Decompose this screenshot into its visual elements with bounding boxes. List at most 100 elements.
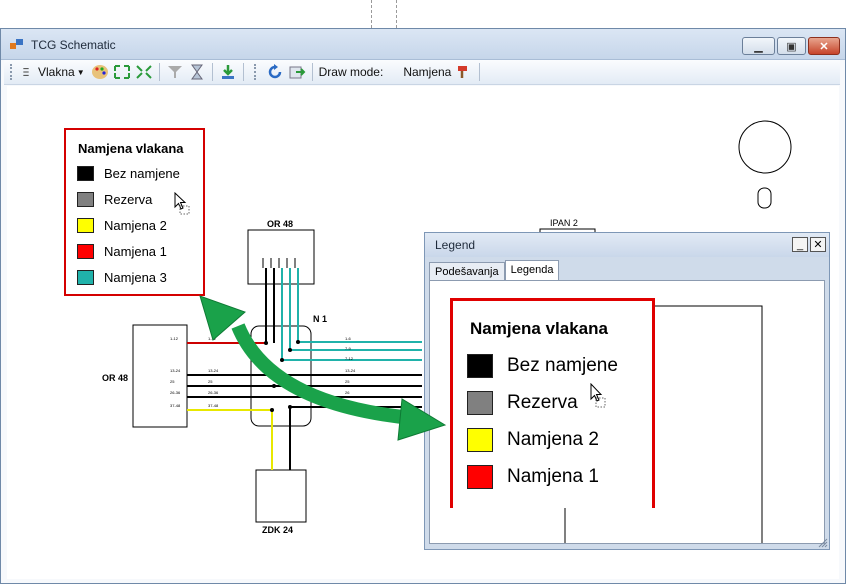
legend-label: Namjena 2 <box>507 429 599 450</box>
refresh-icon[interactable] <box>266 64 284 80</box>
dialog-minimize-button[interactable]: _ <box>792 237 808 252</box>
svg-text:13-24: 13-24 <box>170 368 181 373</box>
canvas-legend[interactable]: Namjena vlakana Bez namjene Rezerva Namj… <box>64 128 205 296</box>
box-right-label: IPAN 2 <box>550 218 578 228</box>
legend-item: Bez namjene <box>77 166 180 181</box>
close-button[interactable]: ✕ <box>808 37 840 55</box>
svg-text:25: 25 <box>345 379 350 384</box>
dialog-title-bar[interactable]: Legend _ ✕ <box>425 233 829 257</box>
legend-label: Namjena 1 <box>507 466 599 487</box>
toolbar-separator <box>479 63 481 81</box>
tab-legenda[interactable]: Legenda <box>504 260 560 282</box>
legend-label: Bez namjene <box>104 166 180 181</box>
legend-title: Namjena vlakana <box>470 319 608 338</box>
dialog-title: Legend <box>435 238 476 252</box>
legend-item: Rezerva <box>77 192 152 207</box>
svg-text:37-48: 37-48 <box>170 403 181 408</box>
legend-label: Namjena 3 <box>104 270 167 285</box>
filter-icon[interactable] <box>166 64 184 80</box>
round-node[interactable] <box>738 120 792 174</box>
toolbar-separator <box>242 63 244 81</box>
legend-dialog: Legend _ ✕ Podešavanja Legenda Namjena v… <box>424 232 830 550</box>
legend-swatch <box>77 192 94 207</box>
maximize-button[interactable]: ▣ <box>777 37 806 55</box>
legend-swatch <box>77 270 94 285</box>
legend-item: Namjena 2 <box>467 428 599 452</box>
toolbar-separator <box>158 63 160 81</box>
toolbar-separator <box>311 63 313 81</box>
svg-text:1-12: 1-12 <box>170 336 179 341</box>
app-icon <box>10 39 23 49</box>
svg-text:37-48: 37-48 <box>208 403 219 408</box>
toolbar-grip[interactable] <box>253 64 259 80</box>
dialog-close-button[interactable]: ✕ <box>810 237 826 252</box>
svg-text:13-24: 13-24 <box>345 368 356 373</box>
dialog-tabs: Podešavanja Legenda <box>429 260 560 282</box>
box-top-connectors <box>262 258 296 268</box>
namjena-button[interactable]: Namjena <box>403 65 452 79</box>
hourglass-icon[interactable] <box>188 64 206 80</box>
minimize-button[interactable]: ▁ <box>742 37 775 55</box>
close-icon: ✕ <box>819 40 829 53</box>
legend-label: Rezerva <box>507 392 578 413</box>
legend-swatch <box>467 465 493 489</box>
svg-text:7-9: 7-9 <box>345 346 352 351</box>
legend-swatch <box>77 218 94 233</box>
box-left-label: OR 48 <box>102 373 128 383</box>
round-node-connector <box>757 187 772 209</box>
svg-text:26-36: 26-36 <box>170 390 181 395</box>
legend-item: Namjena 3 <box>77 270 167 285</box>
box-bottom-label: ZDK 24 <box>262 525 293 535</box>
move-cursor-icon <box>174 192 190 215</box>
legend-item: Namjena 2 <box>77 218 167 233</box>
legend-item: Namjena 1 <box>77 244 167 259</box>
download-icon[interactable] <box>219 64 237 80</box>
minimize-icon: ▁ <box>754 40 763 53</box>
close-icon: ✕ <box>813 239 823 251</box>
expand-icon[interactable] <box>113 64 131 80</box>
export-icon[interactable] <box>288 64 306 80</box>
legend-title: Namjena vlakana <box>78 141 184 156</box>
toolbar-grip[interactable] <box>10 64 15 80</box>
vlakna-dropdown[interactable]: Vlakna <box>38 65 75 79</box>
paint-brush-icon[interactable] <box>455 64 473 80</box>
box-left[interactable] <box>132 324 188 428</box>
legend-swatch <box>467 354 493 378</box>
legend-label: Namjena 1 <box>104 244 167 259</box>
svg-text:13-24: 13-24 <box>208 368 219 373</box>
svg-text:26: 26 <box>345 390 350 395</box>
box-bottom[interactable] <box>255 469 307 523</box>
collapse-icon[interactable] <box>135 64 153 80</box>
window-title: TCG Schematic <box>31 38 116 52</box>
legend-swatch <box>77 244 94 259</box>
dialog-legend[interactable]: Namjena vlakana Bez namjene Rezerva Namj… <box>450 298 655 508</box>
fiber-lines <box>187 268 422 470</box>
legend-swatch <box>467 428 493 452</box>
box-top-label: OR 48 <box>267 219 293 229</box>
draw-mode-label: Draw mode: <box>318 65 384 79</box>
toolbar: Vlakna ▼ <box>4 60 840 85</box>
legend-label: Rezerva <box>104 192 153 207</box>
move-cursor-icon <box>590 383 606 408</box>
legend-label: Bez namjene <box>507 355 618 376</box>
svg-text:25: 25 <box>208 379 213 384</box>
svg-text:1-12: 1-12 <box>208 336 217 341</box>
resize-grip-icon[interactable] <box>818 538 828 548</box>
chevron-down-icon[interactable]: ▼ <box>76 67 85 77</box>
svg-text:1-6: 1-6 <box>345 336 352 341</box>
palette-icon[interactable] <box>91 64 109 80</box>
svg-text:25: 25 <box>170 379 175 384</box>
svg-text:7-12: 7-12 <box>345 356 354 361</box>
legend-swatch <box>467 391 493 415</box>
legend-item: Namjena 1 <box>467 465 599 489</box>
restore-icon: ▣ <box>786 40 797 53</box>
vlakna-icon <box>23 68 29 76</box>
legend-label: Namjena 2 <box>104 218 167 233</box>
tab-podesavanja[interactable]: Podešavanja <box>429 262 505 281</box>
svg-text:26-36: 26-36 <box>208 390 219 395</box>
legend-item: Bez namjene <box>467 354 618 378</box>
node-label: N 1 <box>313 314 327 324</box>
toolbar-separator <box>211 63 213 81</box>
legend-item: Rezerva <box>467 391 578 415</box>
title-bar[interactable]: TCG Schematic ▁ ▣ ✕ <box>1 29 845 60</box>
